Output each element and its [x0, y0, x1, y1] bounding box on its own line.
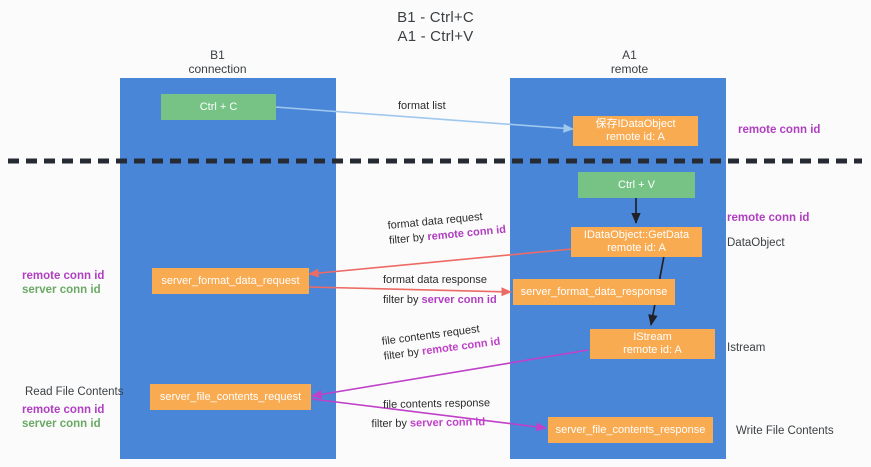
title-line-2: A1 - Ctrl+V [397, 28, 474, 45]
node-istream-title: IStream [633, 331, 672, 343]
edge-label-file-contents-response-prefix: filter by [371, 417, 411, 431]
edge-label-format-list: format list [398, 99, 446, 114]
edge-label-format-list-text: format list [398, 100, 446, 112]
edge-label-format-data-request-prefix: filter by [388, 231, 429, 247]
node-store-idataobject[interactable]: 保存IDataObject remote id: A [573, 116, 698, 146]
annotation-left-read-file-contents: Read File Contents [25, 386, 124, 398]
node-server-format-data-request-label: server_format_data_request [161, 274, 300, 287]
annotation-left-mid-remote-conn-id: remote conn id [22, 270, 105, 282]
column-header-b1-role: connection [188, 62, 247, 76]
node-idataobject-getdata-title: IDataObject::GetData [583, 229, 690, 241]
edge-label-file-contents-response-highlight: server conn id [409, 416, 486, 430]
annotation-right-istream: Istream [727, 342, 766, 354]
annotation-left-mid-server-conn-id: server conn id [22, 284, 101, 296]
annotation-right-mid-remote-conn-id: remote conn id [727, 212, 810, 224]
edge-label-format-data-response-prefix: filter by [383, 294, 422, 306]
node-istream-subtitle: remote id: A [623, 344, 682, 356]
node-ctrl-c[interactable]: Ctrl + C [161, 94, 276, 120]
node-server-file-contents-request[interactable]: server_file_contents_request [150, 384, 311, 410]
column-header-a1-role: remote [610, 62, 649, 76]
node-idataobject-getdata-subtitle: remote id: A [607, 242, 666, 254]
annotation-right-write-file-contents: Write File Contents [736, 425, 834, 437]
node-server-file-contents-request-label: server_file_contents_request [159, 390, 302, 403]
node-store-idataobject-subtitle: remote id: A [606, 131, 665, 143]
node-server-file-contents-response[interactable]: server_file_contents_response [548, 417, 713, 443]
edge-label-file-contents-request: file contents request filter by remote c… [381, 320, 501, 365]
node-istream[interactable]: IStream remote id: A [590, 329, 715, 359]
node-ctrl-v[interactable]: Ctrl + V [578, 172, 695, 198]
column-header-b1-name: B1 [210, 48, 225, 62]
edge-label-format-data-response-line1: format data response [383, 274, 487, 286]
node-server-format-data-response-label: server_format_data_response [520, 285, 668, 298]
column-header-a1-name: A1 [622, 48, 637, 62]
annotation-right-dataobject: DataObject [727, 237, 785, 249]
node-server-file-contents-response-label: server_file_contents_response [555, 423, 706, 436]
edge-label-format-data-request: format data request filter by remote con… [387, 208, 507, 249]
title-line-1: B1 - Ctrl+C [397, 9, 474, 26]
edge-label-file-contents-response: file contents response filter by server … [371, 396, 491, 432]
edge-label-file-contents-response-line2: filter by server conn id [371, 415, 490, 432]
edge-label-format-data-response-line2: filter by server conn id [383, 293, 497, 308]
edge-label-format-data-response-highlight: server conn id [421, 294, 497, 306]
page-title: B1 - Ctrl+C A1 - Ctrl+V [0, 8, 871, 46]
column-header-a1: A1 remote [552, 48, 707, 76]
annotation-right-top-remote-conn-id: remote conn id [738, 124, 821, 136]
edge-label-file-contents-request-prefix: filter by [383, 345, 423, 363]
node-store-idataobject-title: 保存IDataObject [595, 118, 676, 130]
annotation-left-low-remote-conn-id: remote conn id [22, 404, 105, 416]
node-server-format-data-request[interactable]: server_format_data_request [152, 268, 309, 294]
node-server-format-data-response[interactable]: server_format_data_response [513, 279, 675, 305]
node-ctrl-v-label: Ctrl + V [618, 178, 655, 191]
node-ctrl-c-label: Ctrl + C [199, 100, 238, 113]
column-header-b1: B1 connection [140, 48, 295, 76]
edge-label-format-data-response: format data response filter by server co… [383, 273, 497, 308]
annotation-left-low-server-conn-id: server conn id [22, 418, 101, 430]
node-idataobject-getdata[interactable]: IDataObject::GetData remote id: A [571, 227, 702, 257]
edge-label-file-contents-response-line1: file contents response [383, 397, 491, 411]
